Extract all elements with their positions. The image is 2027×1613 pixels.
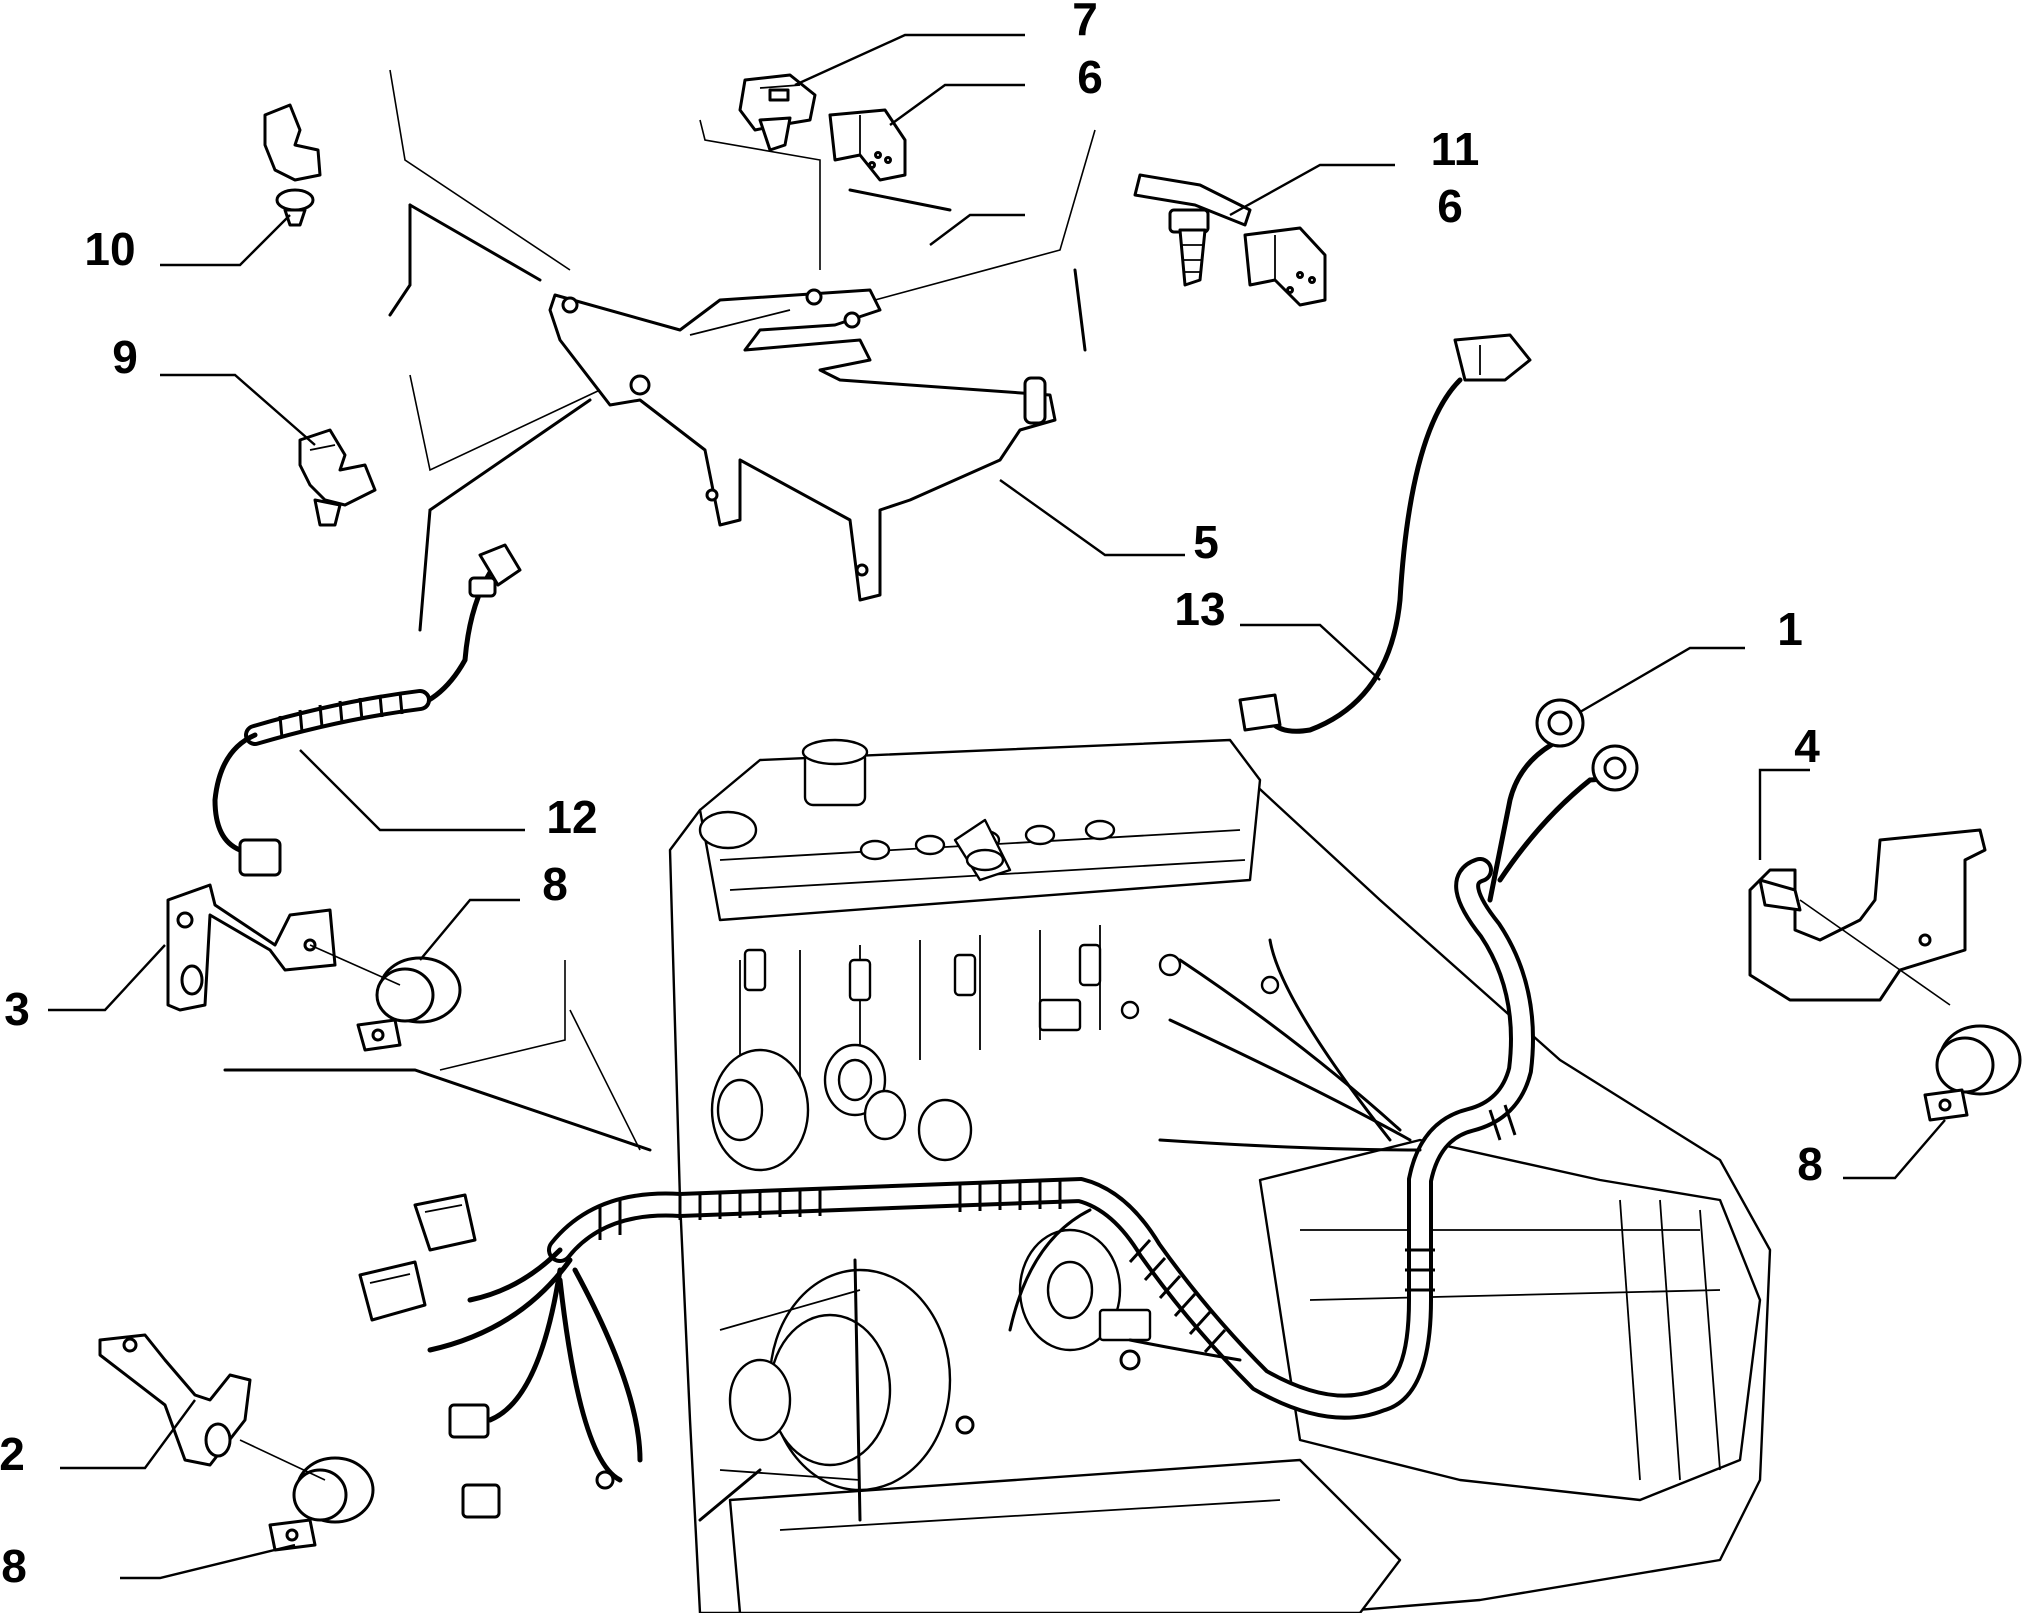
clip-8 [356,956,462,1052]
clip-8 [1923,1024,2022,1122]
callout-3: 3 [4,983,30,1035]
reference-lines [223,69,1096,1481]
callout-7: 7 [1072,0,1098,45]
callout-6b: 6 [1437,180,1463,232]
sensor-11 [1133,173,1252,287]
connector-6 [828,108,907,182]
callout-8c: 8 [1,1540,27,1592]
callout-4: 4 [1794,720,1820,772]
bracket-3 [166,883,337,1012]
grommet-1 [1535,698,1639,792]
lead-12 [212,543,522,877]
callout-10: 10 [84,223,135,275]
bracket-4 [1748,828,1987,1006]
callout-2: 2 [0,1428,25,1480]
callout-numbers: 1 2 3 4 5 6 6 7 8 8 8 9 10 11 12 13 [0,0,1823,1592]
callout-8b: 8 [1797,1138,1823,1190]
bracket-2 [98,1333,252,1467]
harness-ridges [598,1104,1517,1354]
callout-11: 11 [1431,123,1480,175]
clip-8 [268,1456,375,1552]
callout-9: 9 [112,331,138,383]
engine-assembly [668,738,1772,1613]
callout-12: 12 [546,791,597,843]
harness-connectors [358,1193,501,1519]
callout-5: 5 [1193,516,1219,568]
clip-9 [298,428,377,527]
callout-8a: 8 [542,858,568,910]
callout-13: 13 [1174,583,1225,635]
support-bracket-5 [548,288,1057,602]
callout-6a: 6 [1077,51,1103,103]
sensor-7 [738,73,817,152]
clip-10 [263,103,322,227]
lead-13 [1238,333,1532,734]
callout-leaders [48,33,1946,1580]
connector-6 [1243,226,1327,307]
wiring-harness [427,737,1613,1490]
callout-1: 1 [1777,603,1803,655]
